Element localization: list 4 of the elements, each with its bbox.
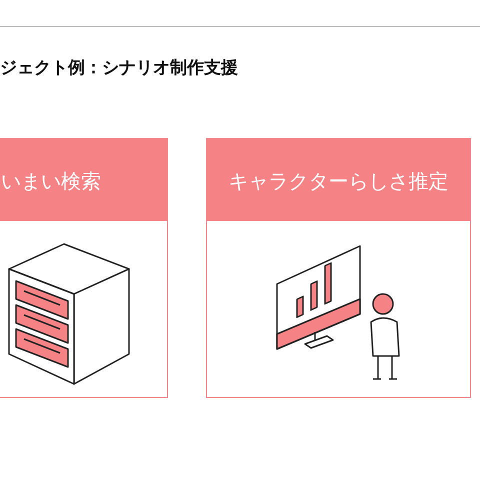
- card-title: キャラクターらしさ推定: [228, 168, 450, 195]
- title: ジェクト例：シナリオ制作支援: [0, 57, 238, 79]
- card-title: いまい検索: [1, 168, 101, 195]
- card: [206, 138, 471, 398]
